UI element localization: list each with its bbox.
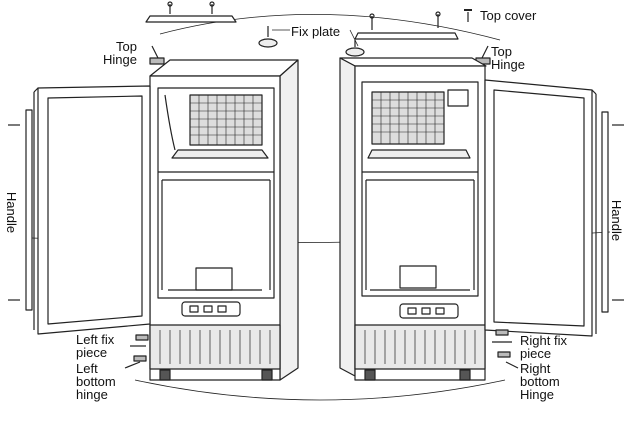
- left-top-hinge: [149, 45, 165, 65]
- right-fix-piece-label: Right fix piece: [520, 333, 567, 361]
- left-bottom-hinge-label: Left bottom hinge: [76, 361, 116, 402]
- left-fix-piece-label: Left fix piece: [76, 332, 115, 360]
- right-handle: [601, 111, 624, 313]
- left-ice-maker-unit: [149, 59, 299, 381]
- top-hinge-left-label: Top Hinge: [103, 39, 137, 67]
- right-bottom-hinge-label: Right bottom Hinge: [520, 361, 560, 402]
- right-door: [484, 79, 597, 337]
- bottom-arc: [134, 379, 506, 401]
- handle-left-label: Handle: [4, 191, 20, 234]
- top-cover-screw-icon: [464, 9, 472, 22]
- left-fix-plate: [258, 26, 278, 48]
- top-arc: [159, 14, 501, 41]
- right-bottom-hinge-parts: [492, 329, 519, 369]
- left-door: [33, 85, 151, 335]
- left-top-cover: [145, 1, 237, 23]
- right-fix-plate: [345, 40, 365, 57]
- fix-plate-leader-right: [349, 29, 359, 47]
- top-cover-label: Top cover: [480, 8, 537, 23]
- handle-right-label: Handle: [609, 199, 625, 242]
- right-top-cover: [354, 11, 459, 40]
- top-hinge-right-label: Top Hinge: [491, 44, 525, 72]
- left-bottom-hinge-parts: [124, 334, 149, 369]
- right-ice-maker-unit: [339, 57, 487, 381]
- fix-plate-label: Fix plate: [291, 24, 341, 39]
- left-handle: [8, 109, 33, 311]
